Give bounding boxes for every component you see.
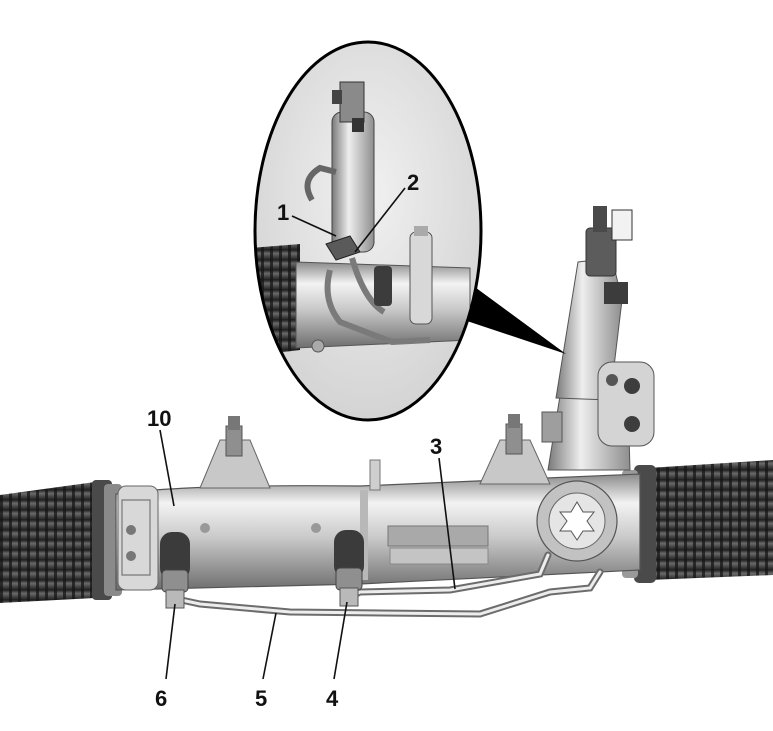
callout-4: 4 <box>326 601 348 711</box>
callout-label-4: 4 <box>326 686 339 711</box>
callout-1: 1 <box>277 200 337 237</box>
callout-6: 6 <box>155 603 176 711</box>
callout-label-2: 2 <box>407 170 419 195</box>
callout-label-10: 10 <box>147 406 171 431</box>
steering-valve-housing <box>541 206 655 471</box>
line-fittings <box>160 530 364 609</box>
mounting-brackets <box>199 414 551 491</box>
right-bellows <box>622 460 773 583</box>
callout-label-1: 1 <box>277 200 289 225</box>
callout-label-3: 3 <box>430 434 442 459</box>
callout-10: 10 <box>147 406 175 507</box>
callout-label-6: 6 <box>155 686 167 711</box>
callout-label-5: 5 <box>255 686 267 711</box>
callout-2: 2 <box>354 170 419 253</box>
rack-housing <box>115 473 641 591</box>
detail-inset <box>253 40 566 422</box>
pinion-cover <box>536 480 618 562</box>
callout-5: 5 <box>255 612 277 711</box>
left-bellows <box>0 480 122 603</box>
callout-3: 3 <box>430 434 456 590</box>
